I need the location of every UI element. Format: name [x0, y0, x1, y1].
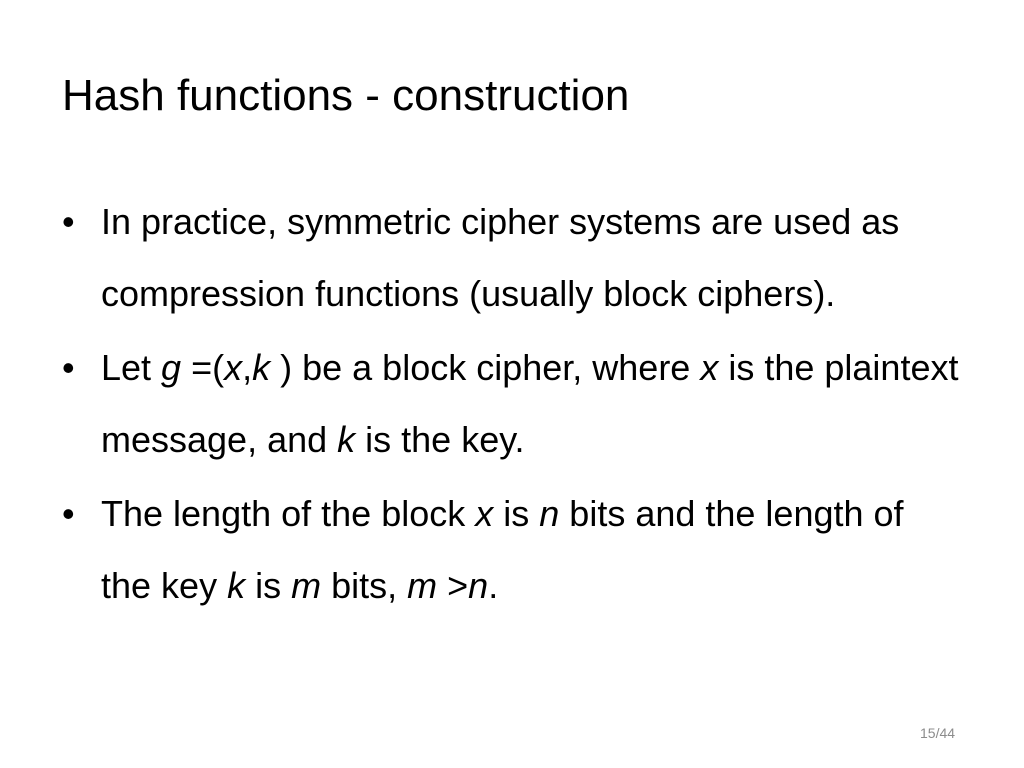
math-variable: x	[224, 347, 243, 388]
text-segment: is the plaintext message, and	[101, 347, 959, 460]
bullet-dot-icon: •	[62, 201, 75, 242]
text-segment: =(	[181, 347, 225, 388]
text-segment: is the key.	[355, 419, 525, 460]
text-segment: ) be a block cipher, where	[270, 347, 701, 388]
bullet-text: The length of the block x is n bits and …	[101, 478, 962, 622]
text-segment: is	[245, 565, 292, 606]
math-variable: k	[227, 565, 246, 606]
math-variable: n	[539, 493, 560, 534]
bullet-text: In practice, symmetric cipher systems ar…	[101, 186, 962, 330]
text-segment: is	[493, 493, 540, 534]
slide-title: Hash functions - construction	[62, 71, 630, 120]
math-variable: x	[475, 493, 494, 534]
bullet-text: Let g =(x,k ) be a block cipher, where x…	[101, 332, 962, 476]
math-variable: k	[337, 419, 356, 460]
text-segment: .	[488, 565, 499, 606]
page-number: 15/44	[920, 725, 956, 741]
bullet-item: • Let g =(x,k ) be a block cipher, where…	[62, 332, 962, 476]
math-variable: x	[700, 347, 719, 388]
math-variable: g	[161, 347, 182, 388]
text-segment: >	[437, 565, 469, 606]
text-segment: bits,	[321, 565, 408, 606]
text-segment: bits and the length of the key	[101, 493, 904, 606]
text-segment: The length of the block	[101, 493, 476, 534]
bullet-dot-icon: •	[62, 347, 75, 388]
bullet-item: • The length of the block x is n bits an…	[62, 478, 962, 622]
math-variable: n	[468, 565, 489, 606]
text-segment: Let	[101, 347, 162, 388]
bullet-list: • In practice, symmetric cipher systems …	[62, 186, 962, 622]
math-variable: m	[291, 565, 322, 606]
bullet-dot-icon: •	[62, 493, 75, 534]
text-segment: In practice, symmetric cipher systems ar…	[101, 201, 900, 314]
math-variable: m	[407, 565, 438, 606]
bullet-item: • In practice, symmetric cipher systems …	[62, 186, 962, 330]
text-segment: ,	[242, 347, 253, 388]
math-variable: k	[252, 347, 271, 388]
